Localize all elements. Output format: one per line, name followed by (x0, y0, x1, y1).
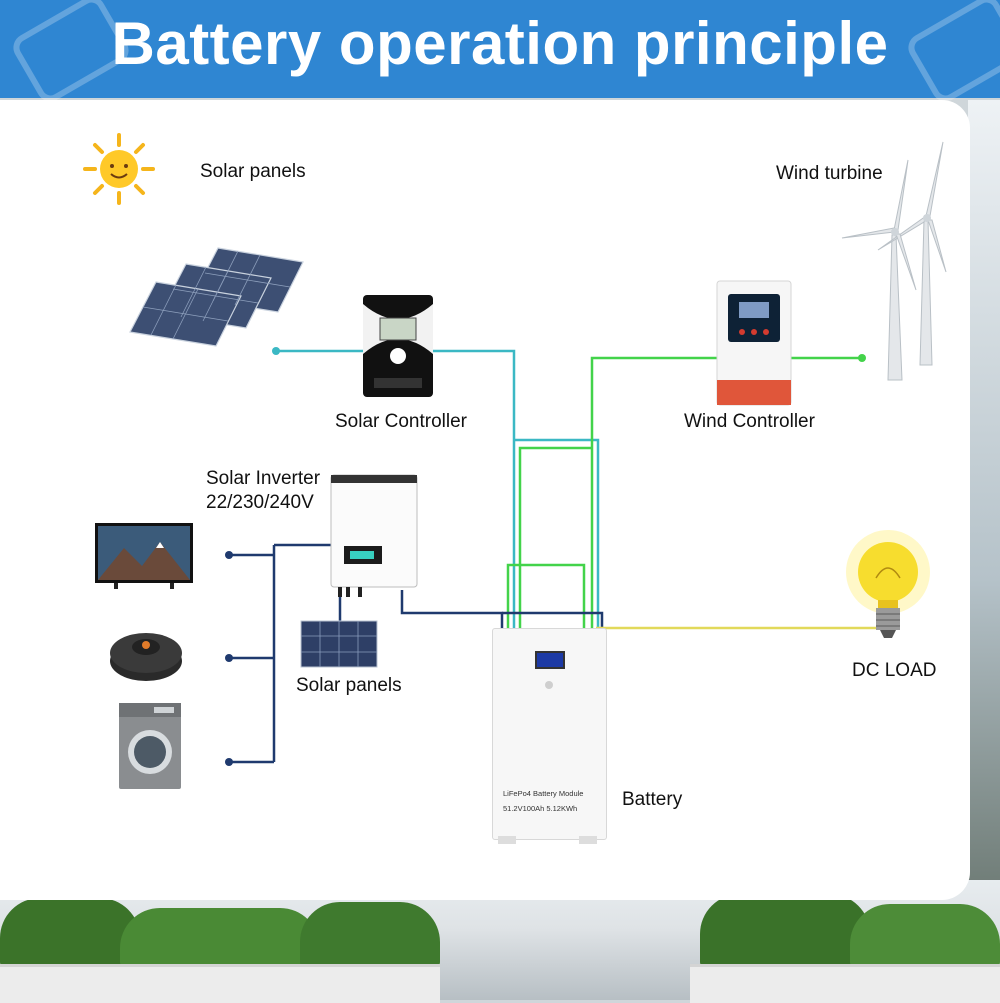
solar-panels-bottom-label: Solar panels (296, 675, 402, 696)
wind-controller-label: Wind Controller (684, 411, 815, 432)
wind-turbine-label: Wind turbine (776, 163, 883, 184)
sun-icon (83, 133, 155, 205)
background-building (968, 100, 1000, 900)
battery-module-spec: 51.2V100Ah 5.12KWh (503, 804, 578, 813)
battery-device: LiFePo4 Battery Module 51.2V100Ah 5.12KW… (492, 628, 607, 840)
solar-inverter-voltage: 22/230/240V (206, 492, 314, 513)
small-solar-panel-icon (300, 620, 378, 668)
battery-label: Battery (622, 789, 683, 810)
page-title: Battery operation principle (111, 10, 889, 77)
battery-button (545, 681, 553, 689)
wind-controller-device (716, 280, 792, 406)
washing-machine-icon (119, 703, 181, 789)
solar-inverter-label: Solar Inverter (206, 468, 321, 489)
solar-inverter-device (330, 474, 418, 597)
battery-module-name: LiFePo4 Battery Module (503, 789, 584, 798)
solar-controller-label: Solar Controller (335, 411, 467, 432)
solar-panels-label: Solar panels (200, 161, 306, 182)
robot-vacuum-icon (110, 633, 182, 681)
tv-icon (95, 523, 193, 589)
solar-wire (276, 349, 600, 628)
wind-turbine-icon (841, 141, 947, 381)
header-bar: Battery operation principle (0, 0, 1000, 107)
solar-controller-device (363, 295, 433, 397)
solar-panel-icon (129, 247, 304, 347)
battery-display (535, 651, 565, 669)
ac-wire (229, 543, 604, 764)
dc-load-label: DC LOAD (852, 660, 937, 681)
light-bulb-icon (846, 530, 930, 638)
wind-wire (506, 356, 862, 628)
background-garden (0, 880, 1000, 1003)
